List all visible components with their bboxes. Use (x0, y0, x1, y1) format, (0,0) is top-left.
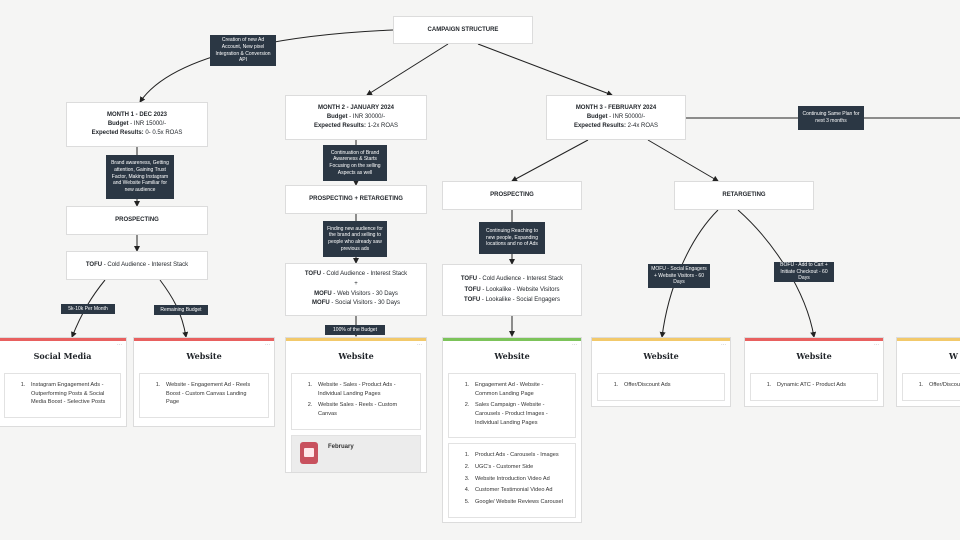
card-content: Engagement Ad - Website - Common Landing… (448, 373, 576, 439)
list-item: Offer/Discount Ads (620, 381, 716, 390)
month3-results: Expected Results: 2-4x ROAS (573, 122, 659, 129)
card-content-secondary: Product Ads - Carousels - Images UGC's -… (448, 443, 576, 518)
campaign-structure-node[interactable]: CAMPAIGN STRUCTURE (393, 16, 533, 44)
wire-root-month2 (366, 43, 449, 96)
m3-funnel-node[interactable]: TOFU - Cold Audience - Interest Stack TO… (442, 264, 582, 316)
website-card-mofu[interactable]: ··· Website Offer/Discount Ads (591, 337, 731, 407)
card-color-bar (134, 338, 274, 341)
card-title: Social Media (33, 351, 92, 361)
finding-audience-note-tag[interactable]: Finding new audience for the brand and s… (323, 221, 387, 257)
m3-funnel-line: TOFU - Lookalike - Social Engagers (464, 297, 560, 304)
month1-budget: Budget - INR 15000/- (107, 121, 167, 128)
full-budget-tag[interactable]: 100% of the Budget (325, 325, 385, 335)
remaining-budget-tag[interactable]: Remaining Budget (154, 305, 208, 315)
card-content: Website - Engagement Ad - Reels Boost - … (139, 373, 269, 418)
card-title: Website (494, 351, 530, 361)
m1-tofu-node[interactable]: TOFU - Cold Audience - Interest Stack (66, 251, 208, 280)
list-item: UGC's - Customer Side (471, 463, 567, 472)
list-item: Offer/Discoun (925, 381, 960, 390)
list-item: Website Introduction Video Ad (471, 475, 567, 484)
card-color-bar (592, 338, 730, 341)
card-color-bar (443, 338, 581, 341)
list-item: Website Sales - Reels - Custom Canvas (314, 401, 412, 418)
month1-title: MONTH 1 - DEC 2023 (106, 112, 167, 119)
february-label: February (328, 443, 354, 450)
wire-root-month3 (477, 43, 613, 97)
continuation-note-tag[interactable]: Continuation of Brand Awareness & Starts… (323, 145, 387, 181)
month3-title: MONTH 3 - FEBRUARY 2024 (575, 105, 657, 112)
list-item: Customer Testimonial Video Ad (471, 486, 567, 495)
more-options-icon[interactable]: ··· (117, 342, 122, 348)
more-options-icon[interactable]: ··· (721, 342, 726, 348)
awareness-note-tag[interactable]: Brand awareness, Getting attention, Gain… (106, 155, 174, 199)
card-title: Website (643, 351, 679, 361)
list-item: Website - Engagement Ad - Reels Boost - … (162, 381, 260, 407)
campaign-structure-title: CAMPAIGN STRUCTURE (427, 26, 499, 33)
card-title: Website (796, 351, 832, 361)
m3-retargeting-node[interactable]: RETARGETING (674, 181, 814, 210)
more-options-icon[interactable]: ··· (265, 342, 270, 348)
social-media-card[interactable]: ··· Social Media Instagram Engagement Ad… (0, 337, 127, 427)
card-content: Dynamic ATC - Product Ads (750, 373, 878, 401)
list-item: Website - Sales - Product Ads - Individu… (314, 381, 412, 398)
month2-results: Expected Results: 1-2x ROAS (313, 122, 399, 129)
m3-prospecting-node[interactable]: PROSPECTING (442, 181, 582, 210)
m2-funnel-line: TOFU - Cold Audience - Interest Stack (304, 271, 408, 278)
month2-budget: Budget - INR 30000/- (326, 114, 386, 121)
m3-funnel-line: TOFU - Cold Audience - Interest Stack (460, 275, 564, 282)
card-title: Website (338, 351, 374, 361)
february-link-card[interactable]: February (291, 434, 421, 472)
website-card-month2[interactable]: ··· Website Website - Sales - Product Ad… (285, 337, 427, 473)
creation-note-tag[interactable]: Creation of new Ad Account, New pixel In… (210, 35, 276, 66)
card-content: Offer/Discount Ads (597, 373, 725, 401)
website-card-partial[interactable]: W Offer/Discoun (896, 337, 960, 407)
list-item: Product Ads - Carousels - Images (471, 451, 567, 460)
card-title: Website (186, 351, 222, 361)
more-options-icon[interactable]: ··· (874, 342, 879, 348)
month2-title: MONTH 2 - JANUARY 2024 (317, 105, 395, 112)
bofu-note-tag[interactable]: BOFU - Add to Cart + Initiate Checkout -… (774, 262, 834, 282)
more-options-icon[interactable]: ··· (417, 342, 422, 348)
m3-funnel-line: TOFU - Lookalike - Website Visitors (464, 286, 560, 293)
card-content: Website - Sales - Product Ads - Individu… (291, 373, 421, 430)
split-5k-10k-tag[interactable]: 5k-10k Per Month (61, 304, 115, 314)
month3-node[interactable]: MONTH 3 - FEBRUARY 2024 Budget - INR 500… (546, 95, 686, 140)
continuing-reaching-note-tag[interactable]: Continuing Reaching to new people, Expan… (479, 222, 545, 254)
month2-node[interactable]: MONTH 2 - JANUARY 2024 Budget - INR 3000… (285, 95, 427, 140)
card-title: W (949, 351, 958, 361)
website-card-month1[interactable]: ··· Website Website - Engagement Ad - Re… (133, 337, 275, 427)
list-item: Sales Campaign - Website - Carousels - P… (471, 401, 567, 427)
wire-m3-prospecting (511, 139, 589, 182)
list-item: Dynamic ATC - Product Ads (773, 381, 869, 390)
more-options-icon[interactable]: ··· (572, 342, 577, 348)
card-content: Instagram Engagement Ads - Outperforming… (4, 373, 121, 418)
card-color-bar (286, 338, 426, 341)
m2-funnel-line: MOFU - Social Visitors - 30 Days (312, 300, 400, 307)
m2-funnel-line: MOFU - Web Visitors - 30 Days (314, 290, 398, 297)
list-item: Engagement Ad - Website - Common Landing… (471, 381, 567, 398)
m2-funnel-line: + (354, 280, 358, 287)
calendar-icon (300, 441, 318, 464)
list-item: Instagram Engagement Ads - Outperforming… (27, 381, 112, 407)
website-card-bofu[interactable]: ··· Website Dynamic ATC - Product Ads (744, 337, 884, 407)
month3-budget: Budget - INR 50000/- (586, 114, 646, 121)
continuing-same-note-tag[interactable]: Continuing Same Plan for next 3 months (798, 106, 864, 130)
wire-m3-retargeting (647, 139, 719, 182)
website-card-month3[interactable]: ··· Website Engagement Ad - Website - Co… (442, 337, 582, 523)
m2-funnel-node[interactable]: TOFU - Cold Audience - Interest Stack + … (285, 263, 427, 316)
card-content: Offer/Discoun (902, 373, 960, 401)
mofu-note-tag[interactable]: MOFU - Social Engagers + Website Visitor… (648, 264, 710, 288)
card-color-bar (897, 338, 960, 341)
card-color-bar (745, 338, 883, 341)
month1-results: Expected Results: 0- 0.5x ROAS (91, 129, 183, 136)
list-item: Google/ Website Reviews Carousel (471, 498, 567, 507)
m2-prospecting-retargeting-node[interactable]: PROSPECTING + RETARGETING (285, 185, 427, 214)
m1-prospecting-node[interactable]: PROSPECTING (66, 206, 208, 235)
card-color-bar (0, 338, 126, 341)
month1-node[interactable]: MONTH 1 - DEC 2023 Budget - INR 15000/- … (66, 102, 208, 147)
